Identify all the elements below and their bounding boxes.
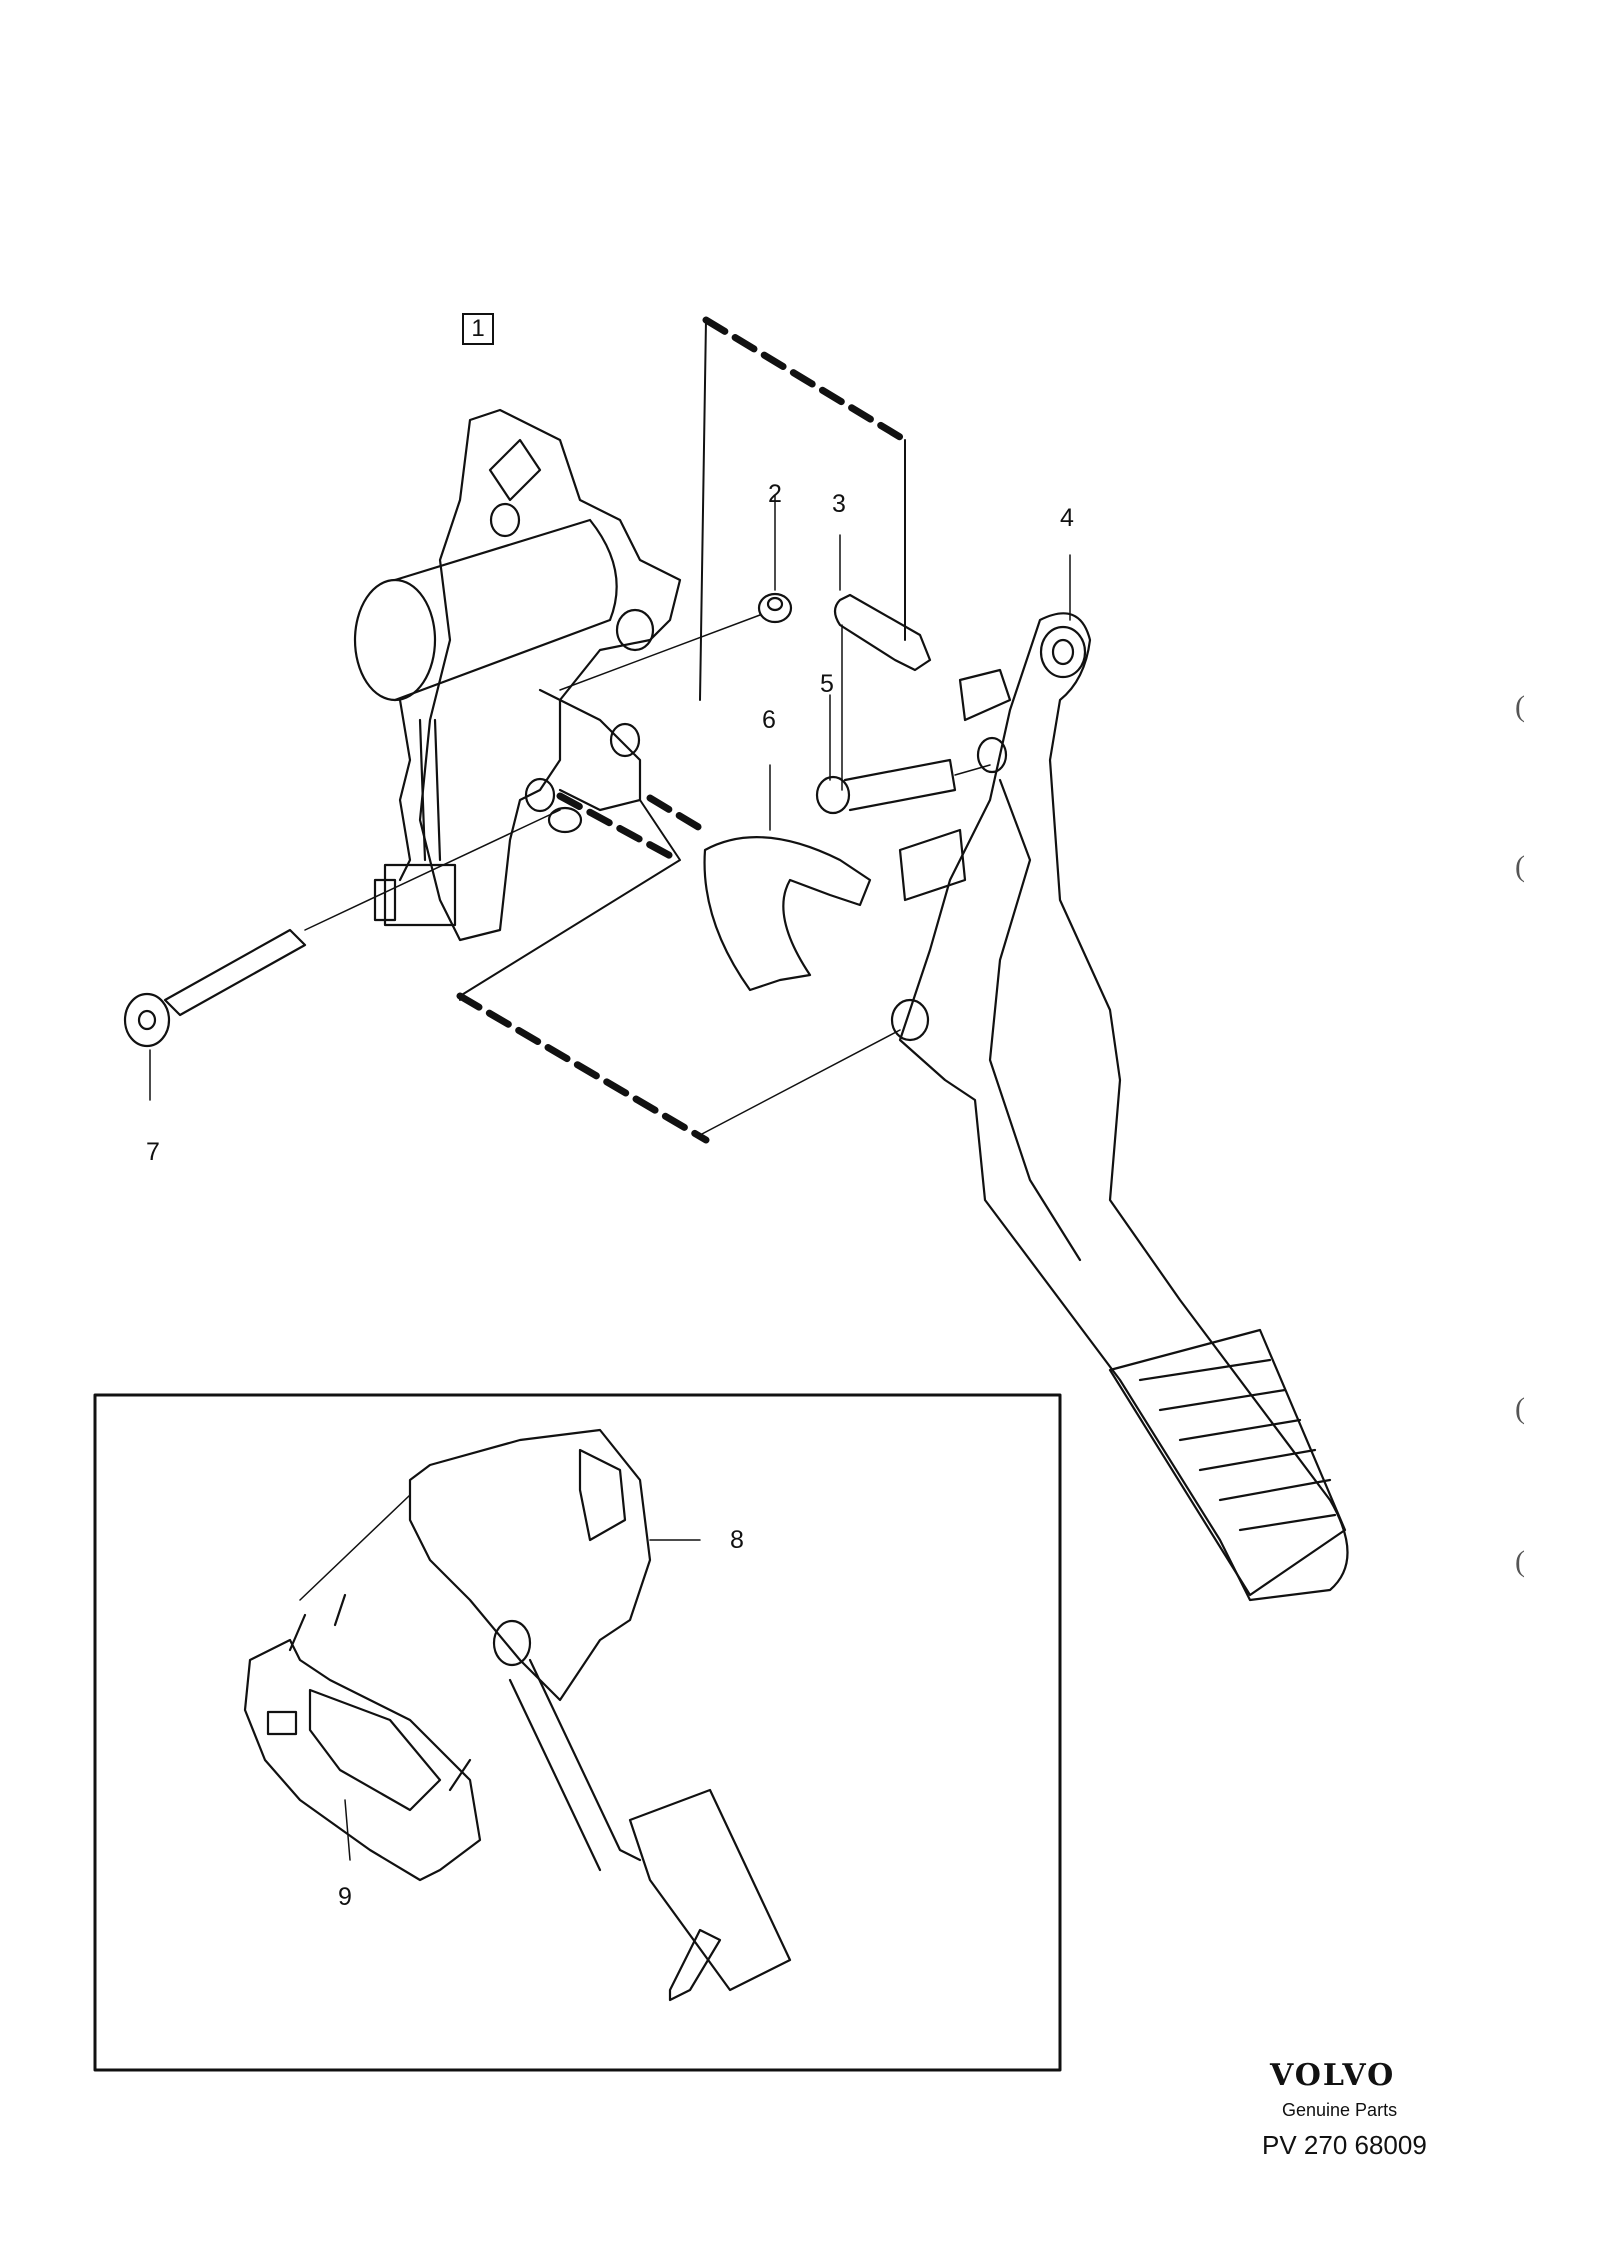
mounting-bracket (243, 1593, 482, 1882)
margin-mark: ( (1515, 690, 1525, 723)
group-marker: 1 (462, 313, 494, 345)
pedal-motor-assembly (353, 408, 682, 942)
callout-8: 8 (730, 1526, 744, 1554)
sensor-pedal-assembly (408, 1428, 792, 2002)
long-pin (123, 928, 307, 1048)
nut (757, 592, 793, 624)
pedal-arm (890, 612, 1349, 1602)
return-spring (703, 836, 872, 992)
clip (833, 593, 932, 672)
brand-logo: VOLVO (1270, 2058, 1396, 2093)
callout-5: 5 (820, 670, 834, 698)
diagram-code: PV 270 68009 (1262, 2130, 1427, 2160)
callout-4: 4 (1060, 504, 1074, 532)
margin-mark: ( (1515, 1392, 1525, 1425)
callout-7: 7 (146, 1138, 160, 1166)
inset-frame (93, 1393, 1062, 2072)
margin-mark: ( (1515, 1545, 1525, 1578)
brand-subtitle: Genuine Parts (1282, 2100, 1398, 2120)
margin-mark: ( (1515, 850, 1525, 883)
callout-3: 3 (832, 490, 846, 518)
dashed-assembly-outline (456, 316, 909, 1144)
callout-6: 6 (762, 706, 776, 734)
callout-9: 9 (338, 1883, 352, 1911)
pin (815, 758, 957, 815)
callout-2: 2 (768, 480, 782, 508)
